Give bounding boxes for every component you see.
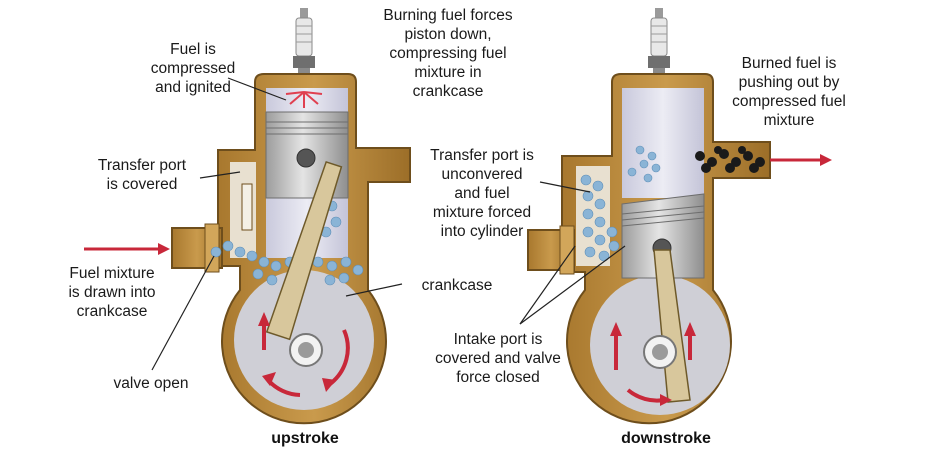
spark-plug-icon bbox=[648, 8, 670, 78]
label-intake-port-covered: Intake port is covered and valve force c… bbox=[435, 331, 561, 386]
label-burned-fuel-pushing: Burned fuel is pushing out by compressed… bbox=[732, 55, 846, 129]
upstroke-engine bbox=[84, 8, 411, 425]
ignition-spark bbox=[285, 91, 323, 108]
label-transfer-port-covered: Transfer port is covered bbox=[97, 157, 187, 193]
upstroke-leader-lines bbox=[151, 77, 403, 371]
label-fuel-mixture-drawn: Fuel mixture is drawn into crankcase bbox=[68, 265, 156, 320]
rotation-arrowheads bbox=[258, 312, 336, 392]
flow-arrow-icon bbox=[84, 243, 170, 255]
label-transfer-port-uncovered: Transfer port is unconvered and fuel mix… bbox=[430, 147, 534, 240]
label-valve-open: valve open bbox=[113, 375, 189, 392]
flow-arrow-icon bbox=[770, 154, 832, 166]
spark-plug-icon bbox=[293, 8, 315, 78]
connecting-rod bbox=[643, 249, 691, 403]
caption-downstroke: downstroke bbox=[621, 430, 711, 447]
label-fuel-compressed: Fuel is compressed and ignited bbox=[150, 41, 236, 96]
connecting-rod bbox=[265, 160, 343, 367]
burned-fuel-dots bbox=[695, 146, 765, 173]
label-crankcase: crankcase bbox=[421, 277, 493, 294]
downstroke-engine bbox=[519, 8, 832, 425]
downstroke-leader-lines bbox=[519, 181, 626, 325]
label-burning-fuel-forces: Burning fuel forces piston down, compres… bbox=[383, 7, 513, 100]
caption-upstroke: upstroke bbox=[271, 430, 339, 447]
rotation-arrowheads bbox=[610, 322, 696, 406]
piston bbox=[621, 193, 705, 279]
